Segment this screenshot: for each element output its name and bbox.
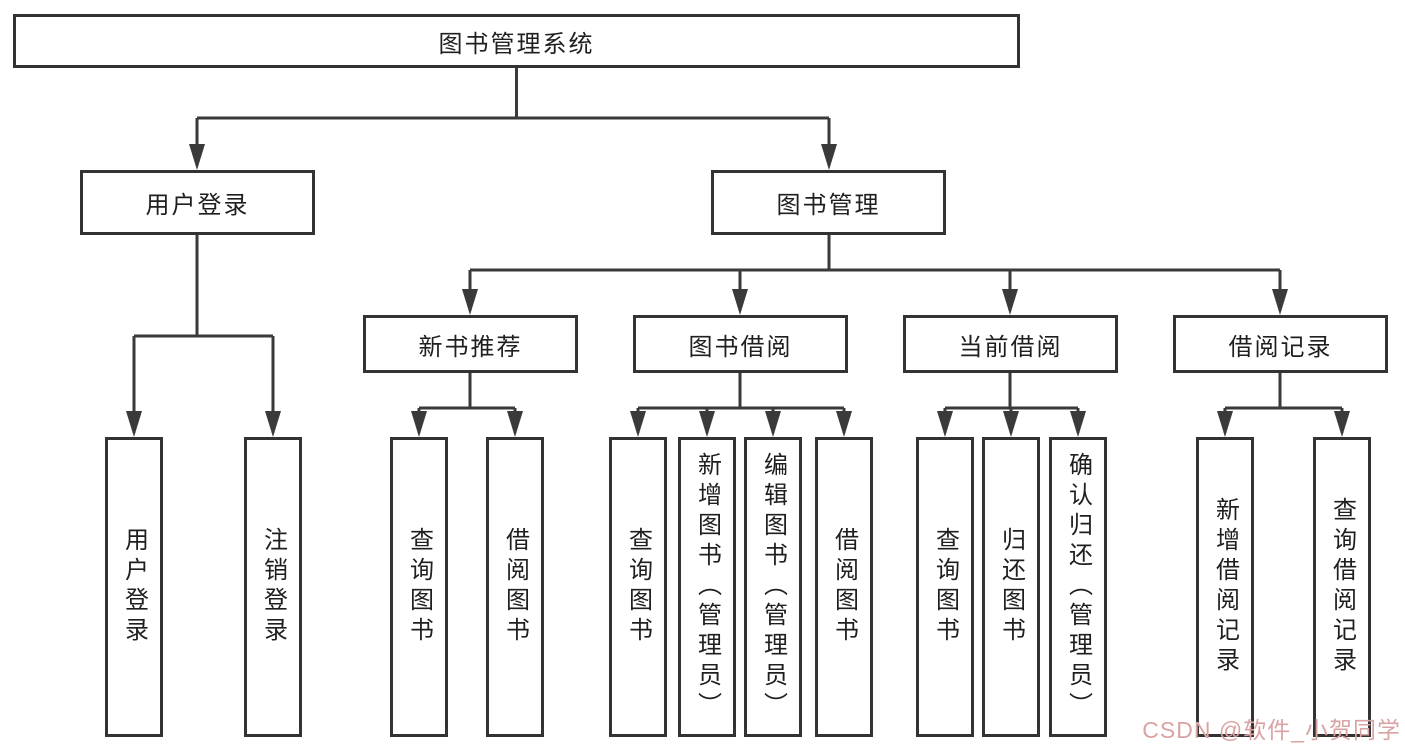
node-current-borrowing: 当前借阅 — [903, 315, 1118, 373]
node-root: 图书管理系统 — [13, 14, 1020, 68]
node-new-book-recommend: 新书推荐 — [363, 315, 578, 373]
leaf-borrow-books: 借阅图书 — [815, 437, 873, 737]
leaf-query-books-borrowing: 查询图书 — [609, 437, 667, 737]
leaf-confirm-return-admin: 确认归还（管理员） — [1049, 437, 1107, 737]
leaf-query-books-recommend: 查询图书 — [390, 437, 448, 737]
node-borrow-records: 借阅记录 — [1173, 315, 1388, 373]
node-book-borrowing: 图书借阅 — [633, 315, 848, 373]
leaf-query-borrow-record: 查询借阅记录 — [1313, 437, 1371, 737]
leaf-edit-book-admin: 编辑图书（管理员） — [744, 437, 802, 737]
leaf-add-book-admin: 新增图书（管理员） — [678, 437, 736, 737]
leaf-user-login: 用户登录 — [105, 437, 163, 737]
leaf-borrow-books-recommend: 借阅图书 — [486, 437, 544, 737]
node-book-management: 图书管理 — [711, 170, 946, 235]
node-user-login: 用户登录 — [80, 170, 315, 235]
leaf-query-books-current: 查询图书 — [916, 437, 974, 737]
leaf-add-borrow-record: 新增借阅记录 — [1196, 437, 1254, 737]
csdn-watermark: CSDN @软件_小贺同学 — [1142, 717, 1401, 743]
leaf-return-books: 归还图书 — [982, 437, 1040, 737]
leaf-logout: 注销登录 — [244, 437, 302, 737]
